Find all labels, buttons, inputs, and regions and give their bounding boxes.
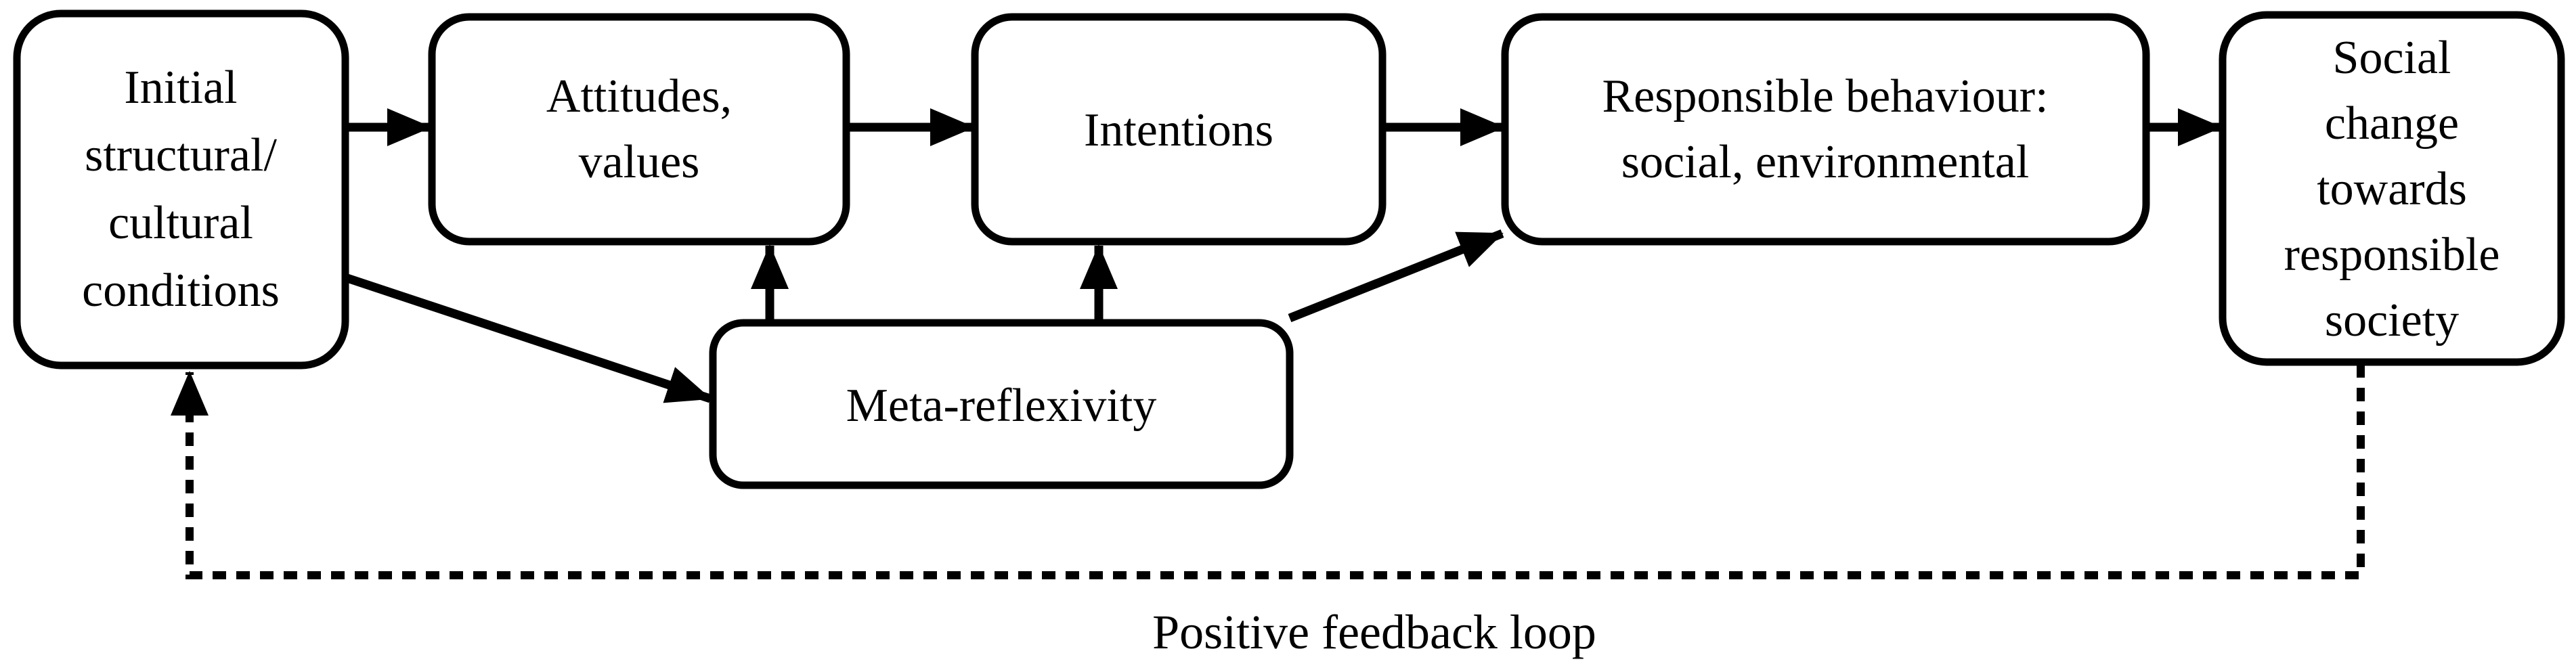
feedback-loop-caption: Positive feedback loop: [1152, 605, 1596, 659]
node-initial-conditions-label: Initial: [124, 62, 237, 114]
edge-feedback-loop-social-change-to-initial: [171, 364, 2365, 579]
node-meta-reflexivity-box: [709, 319, 1294, 489]
node-meta-reflexivity: Meta-reflexivity: [709, 319, 1294, 489]
node-social-change-label: change: [2325, 97, 2459, 150]
node-intentions: Intentions: [971, 13, 1387, 246]
node-social-change-label: towards: [2317, 163, 2467, 215]
node-attitudes-values-label: values: [579, 136, 700, 188]
node-responsible-behaviour-box: [1501, 13, 2150, 246]
node-initial-conditions-label: conditions: [82, 265, 280, 317]
edge-meta-to-responsible: [1288, 229, 1504, 323]
node-responsible-behaviour: Responsible behaviour: social, environme…: [1501, 13, 2150, 246]
node-meta-reflexivity-label: Meta-reflexivity: [846, 380, 1157, 432]
node-initial-conditions: Initial structural/ cultural conditions: [13, 9, 349, 370]
node-initial-conditions-label: cultural: [108, 197, 253, 249]
node-intentions-label: Intentions: [1084, 104, 1273, 156]
node-social-change-label: Social: [2333, 32, 2451, 84]
node-attitudes-values-label: Attitudes,: [546, 70, 732, 122]
node-attitudes-values: Attitudes, values: [428, 13, 850, 246]
node-attitudes-values-box: [428, 13, 850, 246]
node-responsible-behaviour-label: Responsible behaviour:: [1602, 70, 2048, 122]
node-initial-conditions-box: [13, 9, 349, 370]
edge-initial-to-meta-reflexivity: [343, 273, 712, 403]
node-social-change-box: [2219, 11, 2565, 366]
node-intentions-box: [971, 13, 1387, 246]
node-social-change: Social change towards responsible societ…: [2219, 11, 2565, 366]
node-social-change-label: responsible: [2284, 229, 2500, 281]
node-responsible-behaviour-label: social, environmental: [1621, 136, 2030, 188]
node-social-change-label: society: [2325, 294, 2459, 347]
node-initial-conditions-label: structural/: [85, 129, 277, 181]
